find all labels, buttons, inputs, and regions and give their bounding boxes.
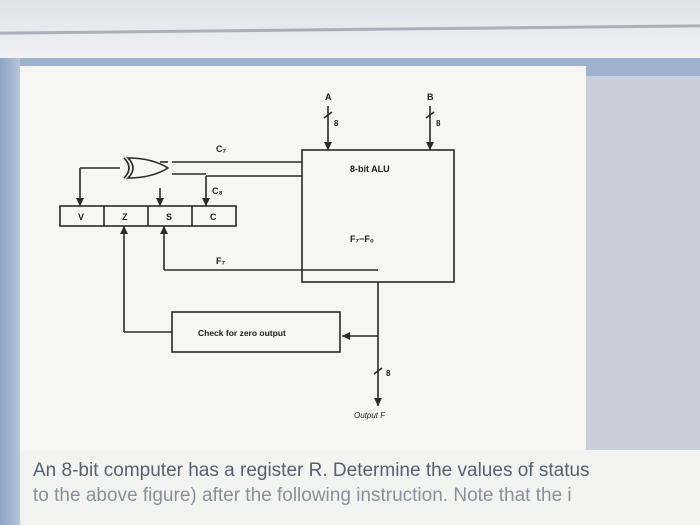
flag-v: V	[78, 212, 84, 222]
output-arrow	[374, 398, 382, 406]
left-edge	[0, 58, 20, 525]
output-bus-width: 8	[386, 369, 391, 378]
flag-z: Z	[122, 212, 128, 222]
bus-width-a: 8	[334, 119, 339, 128]
f7-arrow	[160, 226, 168, 234]
carry-c8-label: C₈	[212, 186, 223, 196]
bus-width-b: 8	[436, 119, 441, 128]
f7-label: F₇	[216, 256, 225, 266]
input-b-arrow	[426, 142, 434, 150]
output-label: Output F	[354, 411, 386, 420]
input-a-arrow	[324, 142, 332, 150]
status-register-diagram: A B 8 8 8-bit ALU F₇−F₀ C₇ C₈ F₇ Check f…	[20, 66, 586, 450]
zero-in-arrow	[342, 332, 350, 340]
text-panel	[20, 450, 700, 525]
s-arrow	[156, 198, 164, 206]
question-line-1: An 8-bit computer has a register R. Dete…	[33, 460, 590, 481]
input-b-label: B	[427, 92, 434, 102]
input-b-slash	[425, 111, 435, 119]
question-line-2: to the above figure) after the following…	[33, 485, 572, 506]
diagram-svg: A B 8 8 8-bit ALU F₇−F₀ C₇ C₈ F₇ Check f…	[59, 92, 455, 420]
c-arrow	[202, 198, 210, 206]
flag-c: C	[210, 212, 217, 222]
input-a-slash	[323, 111, 333, 119]
carry-c7-label: C₇	[216, 144, 226, 154]
xor-back-curve	[123, 157, 130, 179]
xor-gate	[126, 157, 170, 179]
flag-s: S	[166, 212, 172, 222]
v-arrow	[76, 198, 84, 206]
input-a-label: A	[325, 92, 332, 102]
alu-output-label: F₇−F₀	[350, 234, 374, 244]
alu-label: 8-bit ALU	[350, 164, 390, 174]
output-slash	[373, 367, 383, 375]
zero-check-label: Check for zero output	[198, 328, 286, 338]
z-arrow	[120, 226, 128, 234]
